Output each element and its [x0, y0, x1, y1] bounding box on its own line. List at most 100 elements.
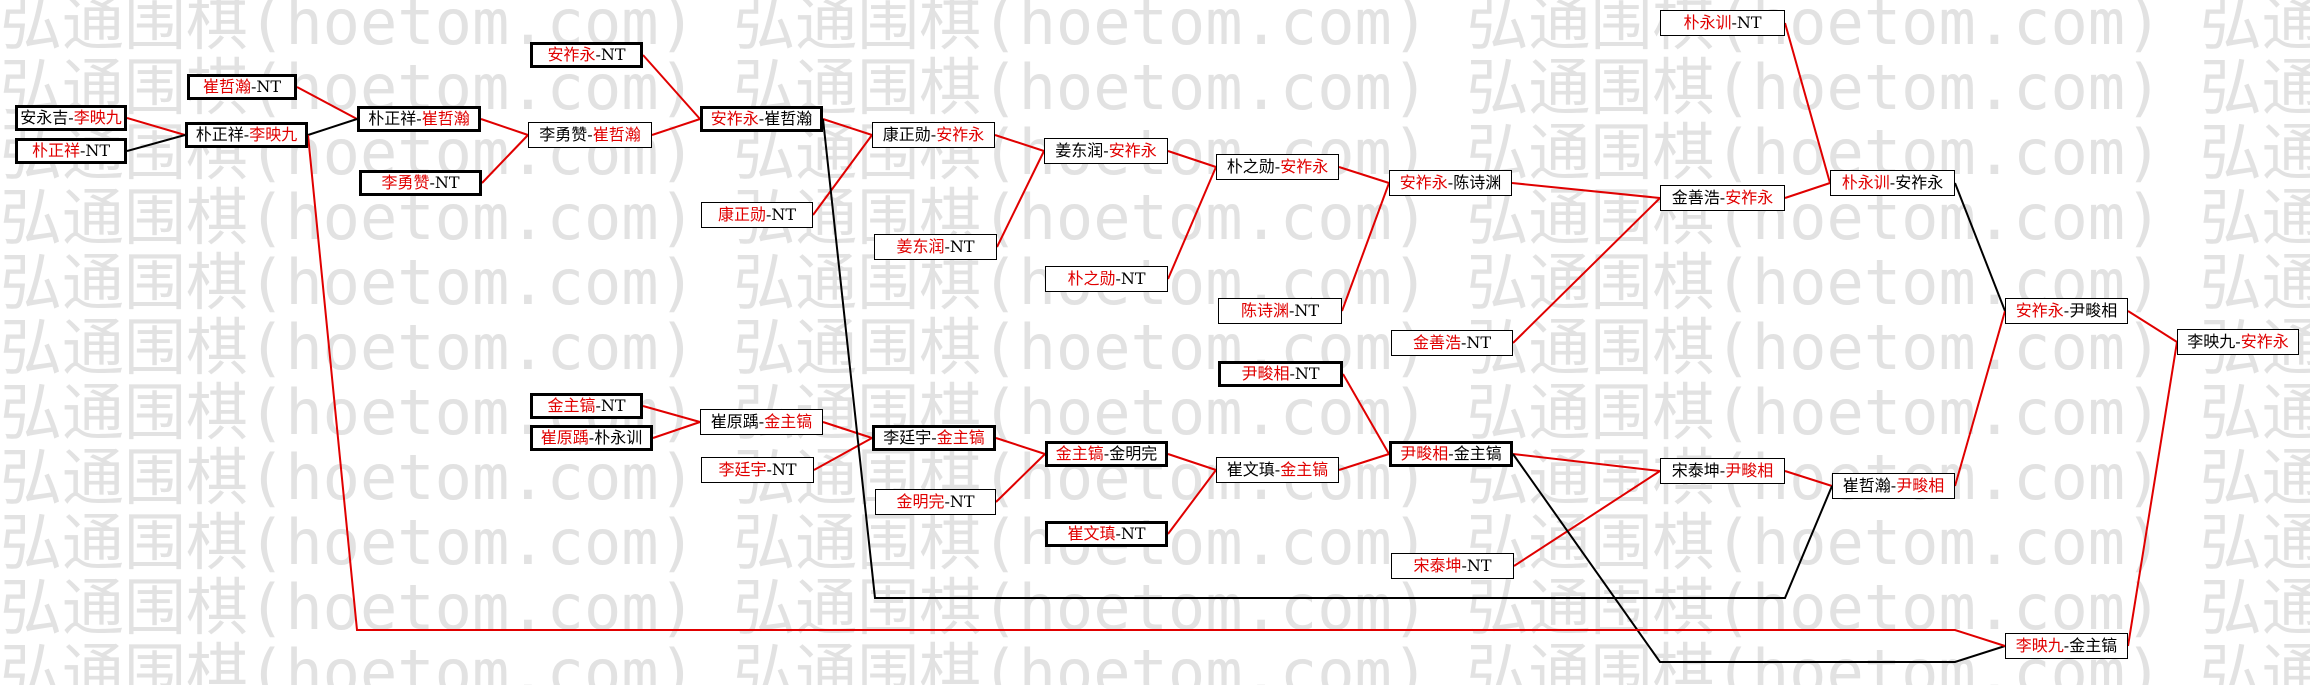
watermark-row: 弘通围棋(hoetom.com) 弘通围棋(hoetom.com) 弘通围棋(h… [0, 376, 2310, 449]
match-jin-minwan-nt: 金明完-NT [875, 489, 996, 515]
line-song-nt-to-song-yin [1513, 470, 1661, 567]
player-b-name: NT [1120, 524, 1146, 543]
player-b-name: NT [1466, 556, 1492, 575]
match-kang-zhengxun-an-zuoyong: 康正勋-安祚永 [872, 122, 995, 148]
line-anyongji-to-r2 [126, 117, 186, 136]
separator: - [587, 125, 593, 144]
match-an-zuoyong-cui-zhehan: 安祚永-崔哲瀚 [700, 106, 823, 132]
match-cui-wenzhen-jin-zhuhao: 崔文瑱-金主镐 [1216, 457, 1339, 483]
line-cui-yin-to-an-yin [1954, 310, 2006, 487]
player-a-name: 李勇赞 [381, 173, 430, 192]
player-b-name: 崔哲瀚 [421, 109, 470, 128]
separator: - [1719, 188, 1726, 207]
separator: - [1889, 173, 1896, 192]
match-piao-zhengxiang-cui-zhehan: 朴正祥-崔哲瀚 [357, 106, 481, 132]
player-b-name: NT [1294, 301, 1320, 320]
match-cui-yuanxiu-piao-yongxun: 崔原踽-朴永训 [530, 425, 653, 451]
match-piao-yongxun-nt: 朴永训-NT [1660, 10, 1785, 36]
line-li-cui-to-an-cui [651, 118, 701, 136]
player-b-name: NT [949, 237, 975, 256]
player-a-name: 尹畯相 [1400, 444, 1449, 463]
player-a-name: 朴正祥 [368, 109, 417, 128]
line-piao-yongxun-an-to-an-yin [1954, 182, 2006, 312]
line-yin-jin-loser-to-li-jin [1512, 453, 2006, 663]
match-piao-zhengxiang-li-yingjiu: 朴正祥-李映九 [185, 122, 308, 148]
separator: - [765, 205, 772, 224]
player-b-name: NT [256, 77, 282, 96]
watermark-row: 弘通围棋(hoetom.com) 弘通围棋(hoetom.com) 弘通围棋(h… [0, 0, 2310, 59]
separator: - [1890, 476, 1897, 495]
separator: - [1115, 524, 1121, 543]
player-a-name: 朴永训 [1683, 13, 1732, 32]
player-b-name: 金主镐 [1280, 460, 1329, 479]
line-an-chen-to-jin-an [1511, 182, 1661, 199]
separator: - [931, 428, 937, 447]
separator: - [1289, 364, 1295, 383]
line-jin-jin-to-cui-wenzhen-jin [1167, 453, 1217, 471]
player-b-name: 安祚永 [2240, 332, 2289, 351]
player-b-name: 陈诗渊 [1453, 173, 1502, 192]
match-jin-zhuhao-nt: 金主镐-NT [530, 393, 643, 419]
line-jiang-an-to-piao-an [1167, 150, 1217, 168]
player-a-name: 姜东润 [1055, 141, 1104, 160]
player-b-name: 金主镐 [2069, 636, 2118, 655]
match-li-yongzan-cui-zhehan: 李勇赞-崔哲瀚 [528, 122, 652, 148]
separator: - [1731, 13, 1737, 32]
match-song-taikun-yin-junxiang: 宋泰坤-尹畯相 [1660, 458, 1785, 484]
line-cui-nt-to-piao-cui [296, 86, 358, 120]
separator: - [250, 77, 257, 96]
watermark-row: 弘通围棋(hoetom.com) 弘通围棋(hoetom.com) 弘通围棋(h… [0, 571, 2310, 644]
separator: - [1103, 141, 1109, 160]
line-yin-jin-to-song-yin [1512, 453, 1661, 472]
match-li-tingyu-nt: 李廷宇-NT [701, 457, 814, 483]
separator: - [1461, 556, 1467, 575]
player-a-name: 宋泰坤 [1413, 556, 1462, 575]
player-b-name: NT [1294, 364, 1320, 383]
player-a-name: 崔文瑱 [1067, 524, 1116, 543]
separator: - [1447, 173, 1454, 192]
line-song-yin-to-cui-yin [1784, 470, 1833, 487]
match-li-yongzan-nt: 李勇赞-NT [359, 170, 482, 196]
player-a-name: 崔原踽 [540, 428, 589, 447]
line-kang-an-to-jiang-an [994, 134, 1045, 152]
player-b-name: NT [1736, 13, 1762, 32]
separator: - [758, 109, 765, 128]
player-a-name: 朴之勋 [1067, 269, 1116, 288]
match-piao-yongxun-an-zuoyong: 朴永训-安祚永 [1830, 170, 1955, 196]
match-jiang-dongrun-nt: 姜东润-NT [874, 234, 997, 260]
match-kang-zhengxun-nt: 康正勋-NT [701, 202, 813, 228]
player-a-name: 李映九 [2187, 332, 2236, 351]
line-jin-nt-to-jin-an [1512, 197, 1661, 344]
player-a-name: 安祚永 [710, 109, 759, 128]
match-an-zuoyong-chen-shiyuan: 安祚永-陈诗渊 [1389, 170, 1512, 196]
separator: - [1103, 444, 1110, 463]
match-cui-zhehan-nt: 崔哲瀚-NT [187, 74, 297, 100]
line-jiang-nt-to-jiang-an [996, 150, 1045, 248]
line-an-cui-loser-to-cui-yin [822, 118, 1833, 599]
match-final-li-yingjiu-an-zuoyong: 李映九-安祚永 [2177, 329, 2299, 355]
separator: - [79, 141, 86, 160]
line-jin-minwan-nt-to-jin-jin [995, 453, 1046, 503]
player-a-name: 康正勋 [882, 125, 931, 144]
match-piao-zhixun-nt: 朴之勋-NT [1045, 266, 1168, 292]
watermark-row: 弘通围棋(hoetom.com) 弘通围棋(hoetom.com) 弘通围棋(h… [0, 181, 2310, 254]
match-cui-zhehan-yin-junxiang: 崔哲瀚-尹畯相 [1832, 473, 1955, 499]
watermark-row: 弘通围棋(hoetom.com) 弘通围棋(hoetom.com) 弘通围棋(h… [0, 311, 2310, 384]
player-b-name: 金明完 [1109, 444, 1158, 463]
player-b-name: NT [434, 173, 460, 192]
player-b-name: 安祚永 [1895, 173, 1944, 192]
player-a-name: 李廷宇 [718, 460, 767, 479]
match-yin-junxiang-nt: 尹畯相-NT [1218, 361, 1343, 387]
line-li-nt-to-li-cui [481, 134, 529, 184]
line-piao-cui-to-li-cui [480, 118, 529, 136]
separator: - [944, 237, 950, 256]
separator: - [2063, 301, 2070, 320]
player-a-name: 尹畯相 [1241, 364, 1290, 383]
player-a-name: 崔哲瀚 [202, 77, 251, 96]
match-an-zuoyong-yin-junxiang: 安祚永-尹畯相 [2005, 298, 2128, 324]
separator: - [1274, 157, 1281, 176]
line-jin-nt-to-cui-yuanxiu [642, 405, 701, 423]
player-b-name: NT [85, 141, 111, 160]
line-piao-r2-to-piao-cui [307, 118, 358, 136]
player-b-name: 朴永训 [594, 428, 643, 447]
